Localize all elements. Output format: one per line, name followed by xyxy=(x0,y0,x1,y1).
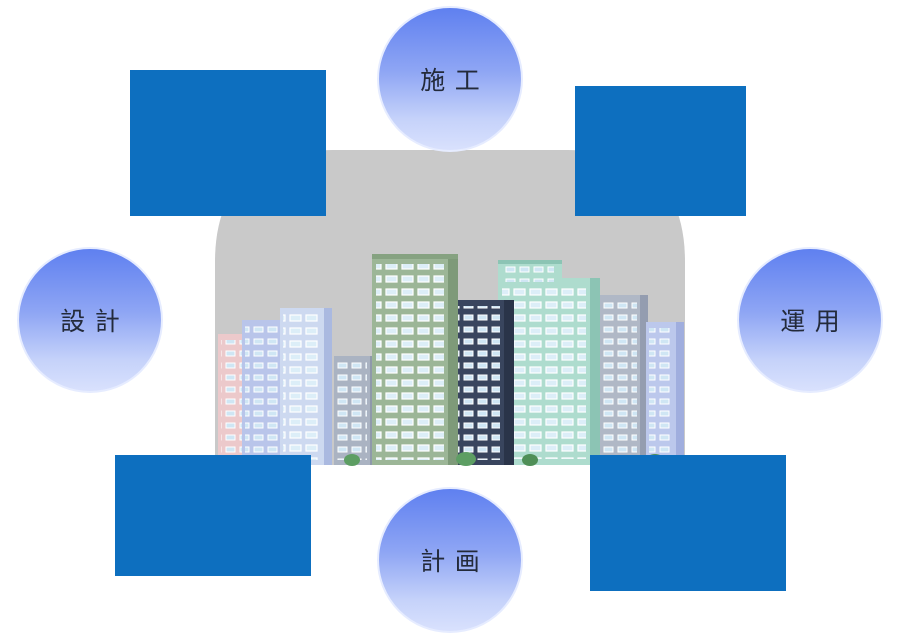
node-planning: 計画 xyxy=(377,487,523,633)
node-operation: 運用 xyxy=(737,247,883,393)
box-bottom-right xyxy=(590,455,786,591)
node-operation-label: 運用 xyxy=(780,307,850,336)
building-gray-low xyxy=(334,356,378,465)
node-design: 設計 xyxy=(17,247,163,393)
building-periwinkle-right xyxy=(646,322,684,465)
node-design-label: 設計 xyxy=(60,307,130,336)
building-teal xyxy=(498,260,600,465)
node-construction: 施工 xyxy=(377,6,523,152)
building-gray-right xyxy=(600,295,648,465)
box-top-left xyxy=(130,70,326,216)
node-construction-label: 施工 xyxy=(420,66,490,95)
box-top-right xyxy=(575,86,746,216)
building-green xyxy=(372,254,458,465)
node-planning-label: 計画 xyxy=(420,547,490,576)
building-lightblue-tall xyxy=(280,308,332,465)
box-bottom-left xyxy=(115,455,311,576)
